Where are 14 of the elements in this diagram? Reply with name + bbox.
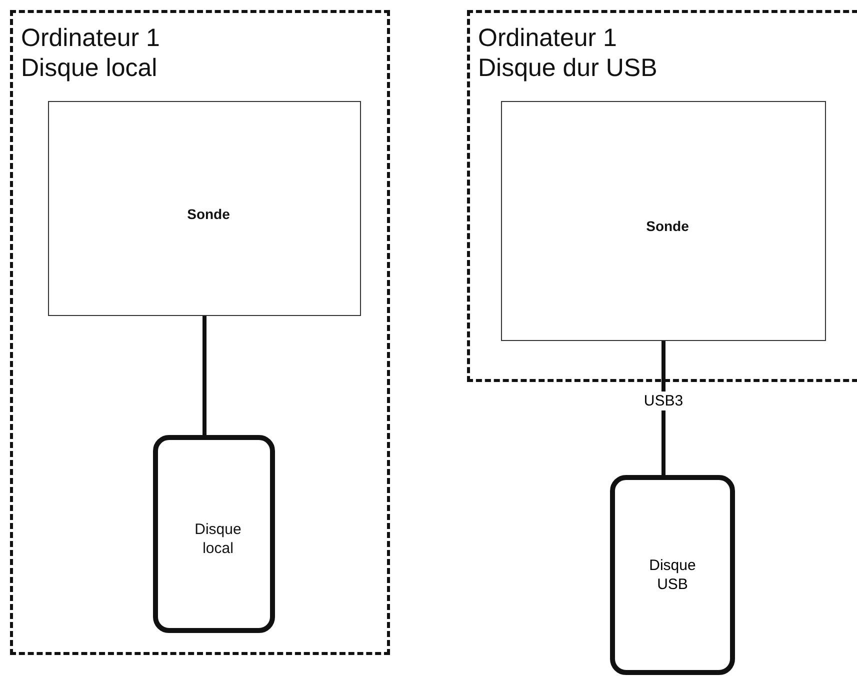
- group-heading: Ordinateur 1: [21, 23, 161, 53]
- connector-line: [202, 316, 206, 435]
- process-box: [501, 101, 826, 341]
- group-heading: Ordinateur 1: [478, 23, 618, 53]
- connector-line: [662, 341, 666, 475]
- group-heading: Disque local: [21, 53, 158, 83]
- box-label: Sonde: [187, 204, 230, 224]
- computer-group: [467, 10, 857, 382]
- box-label: Disque USB: [648, 556, 697, 594]
- group-heading: Disque dur USB: [478, 53, 658, 83]
- computer-group: [10, 10, 390, 655]
- process-box: [48, 101, 361, 316]
- box-label: Disque local: [194, 520, 242, 558]
- box-label: Sonde: [646, 217, 689, 236]
